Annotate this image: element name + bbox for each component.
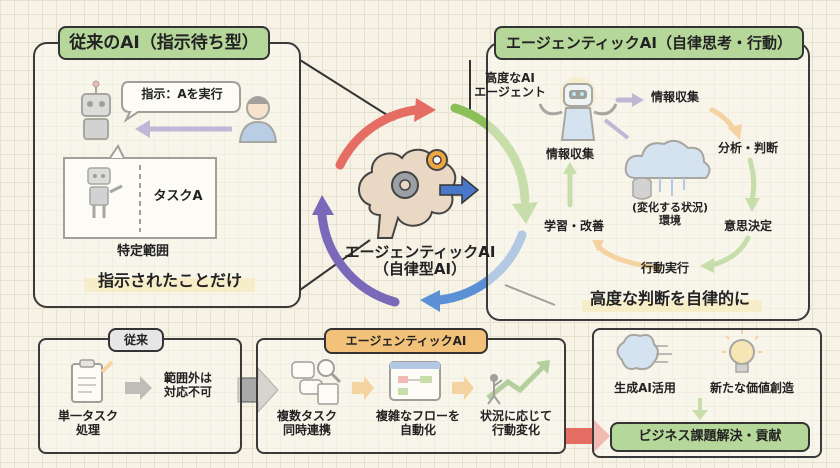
cycle-collect-right: 情報収集 (650, 90, 699, 104)
traditional-title: 従来のAI（指示待ち型） (58, 26, 270, 60)
center-label: エージェンティックAI （自律型AI） (344, 243, 496, 279)
environment-label: (変化する状況) 環境 (631, 201, 709, 227)
task-label: タスクA (153, 189, 203, 204)
cycle-analyze: 分析・判断 (717, 141, 778, 155)
connector-line (299, 239, 371, 291)
traditional-ai-panel (33, 42, 301, 308)
value-label: 新たな価値創造 (709, 381, 794, 395)
instruction-speech: 指示：Aを実行 (141, 87, 223, 101)
gen-ai-label: 生成AI活用 (614, 381, 676, 395)
agentic-tag: エージェンティックAI (324, 328, 488, 354)
out-of-scope: 範囲外は 対応不可 (163, 371, 212, 399)
cycle-learn: 学習・改善 (543, 219, 604, 233)
single-task: 単一タスク 処理 (57, 409, 118, 437)
multi-task: 複数タスク 同時連携 (276, 409, 337, 437)
agentic-title: エージェンティックAI（自律思考・行動） (494, 26, 804, 60)
cycle-collect-left: 情報収集 (545, 147, 594, 161)
adaptive: 状況に応じて 行動変化 (479, 409, 552, 437)
traditional-caption: 指示されたことだけ (97, 271, 242, 290)
flow-auto: 複雑なフローを 自動化 (375, 409, 460, 437)
comparison-panel-old (38, 338, 242, 454)
connector-line (299, 59, 396, 121)
scope-label: 特定範囲 (116, 244, 169, 259)
old-tag: 従来 (108, 328, 164, 352)
agent-label: 高度なAI エージェント (474, 71, 546, 99)
agentic-caption: 高度な判断を自律的に (589, 289, 750, 308)
brain-gear-icon (358, 148, 480, 239)
business-banner: ビジネス課題解決・貢献 (610, 422, 810, 452)
cycle-act: 行動実行 (640, 261, 689, 275)
cycle-decide: 意思決定 (723, 219, 772, 233)
